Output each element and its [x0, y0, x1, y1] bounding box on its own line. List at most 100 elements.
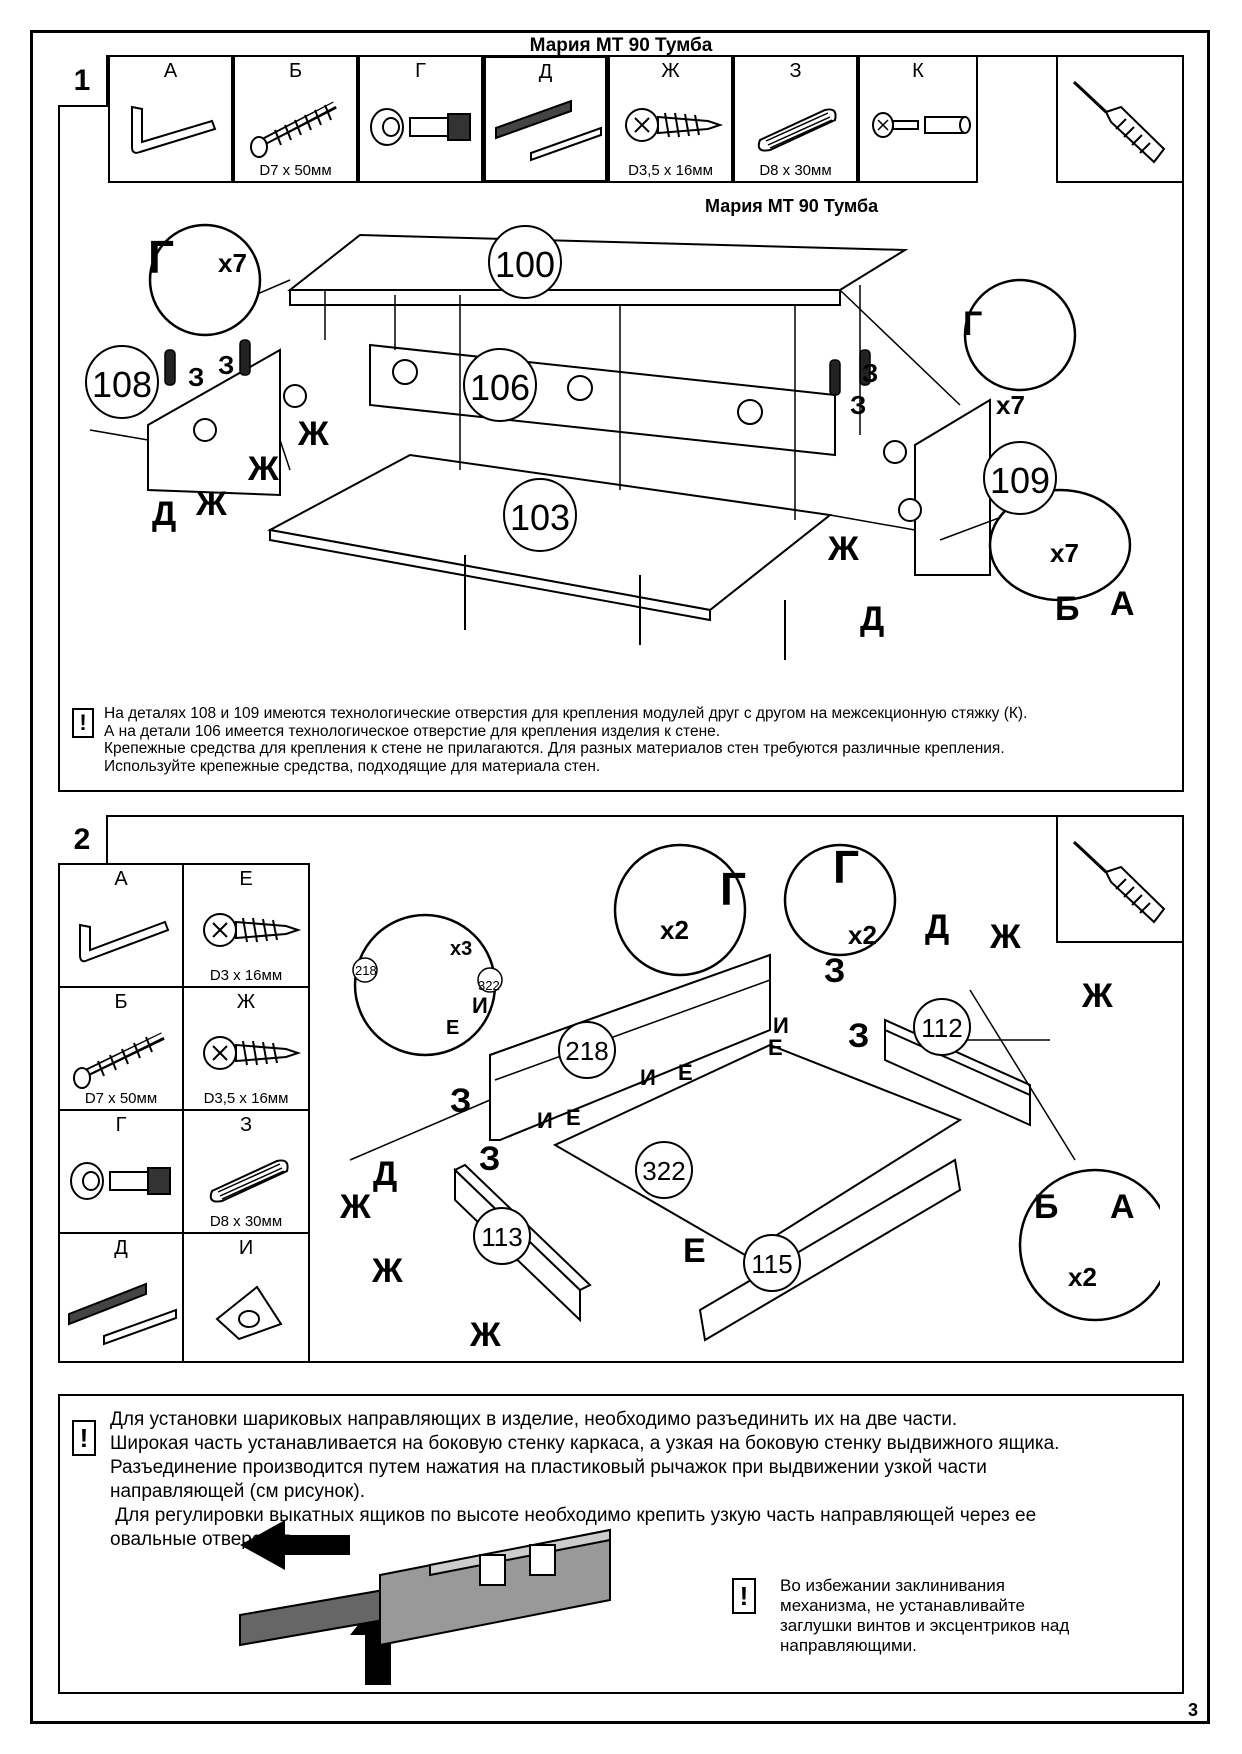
- part-cell-z: З D8 x 30мм: [733, 55, 858, 183]
- panel-106-shape: [369, 343, 836, 457]
- label-e-4: Е: [683, 1232, 706, 1270]
- panel-218-label: 218: [565, 1036, 609, 1066]
- label-d-1: Д: [152, 495, 177, 533]
- note-line: Во избежании заклинивания: [780, 1576, 1005, 1595]
- panel-322-shape: [552, 1043, 963, 1257]
- wood-screw-icon: [625, 108, 724, 142]
- warning-icon-side: !: [732, 1578, 756, 1614]
- callout-322-mini: 322: [478, 978, 500, 993]
- side-note-text: Во избежании заклинивания механизма, не …: [780, 1576, 1069, 1656]
- part2-cell-z: З D8 x 30мм: [182, 1109, 310, 1234]
- panel-109-shape: [914, 398, 991, 576]
- part-dim: D8 x 30мм: [759, 162, 832, 179]
- wood-screw-icon: [203, 913, 302, 947]
- hex-key-icon: [131, 105, 217, 154]
- confirmat-screw-icon: [73, 1032, 166, 1089]
- part-cell-a: А: [108, 55, 233, 183]
- part-dim: D3 x 16мм: [209, 967, 283, 984]
- label-zh-6: Ж: [1082, 977, 1113, 1015]
- note-line: направляющими.: [780, 1636, 917, 1655]
- part-letter: И: [238, 1237, 254, 1259]
- part-cell-zh: Ж D3,5 x 16мм: [608, 55, 733, 183]
- part-dim: D3,5 x 16мм: [203, 1090, 289, 1107]
- part2-cell-zh: Ж D3,5 x 16мм: [182, 986, 310, 1111]
- panel-100-label: 100: [494, 244, 556, 285]
- part2-cell-i: И: [182, 1232, 310, 1363]
- part-cell-g: Г: [358, 55, 483, 183]
- label-zh-3: Ж: [196, 485, 227, 523]
- part2-cell-b: Б D7 x 50мм: [58, 986, 184, 1111]
- part-dim: D7 x 50мм: [259, 162, 332, 179]
- part2-cell-e: Е D3 x 16мм: [182, 863, 310, 988]
- corner-bracket-icon: [215, 1285, 283, 1341]
- callout-x7-left: x7: [218, 248, 247, 278]
- part-letter: Г: [115, 1114, 127, 1136]
- label-z-8: З: [479, 1140, 501, 1178]
- part-cell-d: Д: [483, 55, 608, 183]
- step1-parts-row: А Б D7 x 50мм Г Д Ж D3,5 x 16мм З D8 x 3…: [108, 55, 978, 183]
- cam-lock-icon: [70, 1162, 171, 1200]
- bottom-note-text: Для установки шариковых направляющих в и…: [110, 1408, 1170, 1552]
- label-zh-7: Ж: [340, 1188, 371, 1226]
- panel-108-label: 108: [91, 364, 153, 405]
- part-letter: Е: [239, 868, 253, 890]
- label-zh-8: Ж: [372, 1252, 403, 1290]
- callout-a-2: А: [1110, 1188, 1135, 1226]
- part-letter: К: [912, 60, 924, 82]
- part2-cell-a: А: [58, 863, 184, 988]
- label-zh-5: Ж: [990, 918, 1021, 956]
- bottom-note-panel: [58, 1394, 1184, 1694]
- part-letter: Ж: [661, 60, 680, 82]
- part-letter: Б: [288, 60, 303, 82]
- label-zh-4: Ж: [828, 530, 859, 568]
- step2-assembly-drawing: [349, 843, 1160, 1342]
- panel-109-label: 109: [989, 460, 1051, 501]
- callout-b-2: Б: [1034, 1188, 1059, 1226]
- label-i-1: И: [773, 1013, 789, 1038]
- note-line: Для установки шариковых направляющих в и…: [110, 1409, 958, 1430]
- step1-assembly-drawing: [85, 223, 1132, 660]
- callout-g-2: Г: [833, 841, 860, 893]
- part-letter: З: [239, 1114, 253, 1136]
- part-letter: А: [114, 868, 128, 890]
- callout-e-detail: Е: [446, 1017, 460, 1039]
- screwdriver-icon: [1072, 80, 1166, 164]
- callout-g-1: Г: [720, 863, 747, 915]
- connector-bolt-icon: [872, 112, 971, 138]
- part-letter: Г: [415, 60, 426, 82]
- part-letter: Д: [114, 1237, 128, 1259]
- label-z-3: З: [850, 390, 867, 420]
- label-e-3: Е: [566, 1105, 581, 1130]
- callout-x7-screws: x7: [1050, 538, 1079, 568]
- panel-112-label: 112: [921, 1013, 963, 1043]
- cam-lock-icon: [370, 108, 471, 146]
- part-letter: З: [789, 60, 802, 82]
- callout-x3: x3: [450, 938, 473, 960]
- hex-key-icon: [79, 920, 170, 963]
- part-dim: D7 x 50мм: [84, 1090, 158, 1107]
- note-line: механизма, не устанавливайте: [780, 1596, 1025, 1615]
- callout-x2-3: x2: [1068, 1262, 1097, 1292]
- note-line: А на детали 106 имеется технологическое …: [104, 722, 721, 740]
- label-i-3: И: [537, 1108, 553, 1133]
- note-line: направляющей (см рисунок).: [110, 1481, 365, 1502]
- part2-cell-d: Д: [58, 1232, 184, 1363]
- part-cell-b: Б D7 x 50мм: [233, 55, 358, 183]
- step2-parts-grid: А Е D3 x 16мм Б D7 x 50мм Ж D3,5 x 16мм …: [58, 863, 310, 1363]
- part-letter: Д: [538, 61, 553, 83]
- label-z-6: З: [848, 1017, 870, 1055]
- note-line: Разъединение производится путем нажатия …: [110, 1457, 987, 1478]
- panel-113-label: 113: [481, 1222, 523, 1252]
- label-e-2: Е: [678, 1060, 693, 1085]
- callout-i-detail: И: [472, 993, 488, 1018]
- label-zh-2: Ж: [248, 450, 279, 488]
- note-line: Широкая часть устанавливается на боковую…: [110, 1433, 1060, 1454]
- callout-g-left: Г: [148, 231, 175, 283]
- label-zh-9: Ж: [470, 1316, 501, 1354]
- label-d-2: Д: [860, 600, 885, 638]
- note-line: заглушки винтов и эксцентриков над: [780, 1616, 1070, 1635]
- wood-screw-icon: [203, 1036, 302, 1070]
- panel-115-shape: [698, 1158, 962, 1342]
- tool-screwdriver-box-2: [1056, 815, 1184, 943]
- step1-number: 1: [58, 55, 108, 107]
